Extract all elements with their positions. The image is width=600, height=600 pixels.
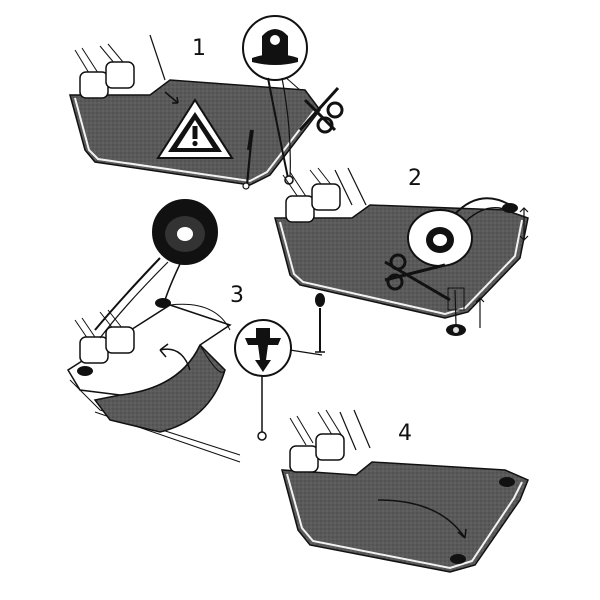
step-1-panel: 1 xyxy=(69,15,344,190)
warning-triangle-icon xyxy=(156,98,234,159)
step-4-floor-mat xyxy=(281,461,529,573)
step-3-awl-icon xyxy=(315,293,325,353)
scissors-icon xyxy=(298,86,344,134)
step-3-fold-arrow-icon xyxy=(159,343,191,371)
push-rivet-icon xyxy=(234,319,323,441)
step-2-scissors-icon xyxy=(384,253,451,302)
step-2-panel: 2 xyxy=(274,166,529,336)
step-3-number: 3 xyxy=(230,283,244,308)
step-2-grommet-top xyxy=(502,203,518,213)
step-4-grommet-bottom xyxy=(450,554,466,564)
step-1-fastener-callout xyxy=(242,15,308,185)
step-3-grommet-top xyxy=(155,298,171,308)
step-1-number: 1 xyxy=(192,36,206,61)
step-4-pedals xyxy=(289,433,345,473)
step-3-pedals xyxy=(79,326,135,364)
step-3-panel: 3 xyxy=(66,199,325,463)
step-4-panel: 4 xyxy=(281,409,529,573)
step-3-grommet-left xyxy=(77,366,93,376)
step-4-number: 4 xyxy=(398,421,412,446)
adhesive-tape-roll-icon xyxy=(407,197,513,267)
step-4-grommet-top xyxy=(499,477,515,487)
awl-icon xyxy=(242,129,254,190)
step-1-arrow-icon xyxy=(164,91,179,104)
step-2-number: 2 xyxy=(408,166,422,191)
step-3-tape-roll-icon xyxy=(94,199,218,339)
step-2-pedals xyxy=(282,167,341,223)
step-1-pedals xyxy=(74,43,135,99)
step-4-arrow-icon xyxy=(377,499,467,539)
step-2-floor-mat xyxy=(274,204,529,319)
